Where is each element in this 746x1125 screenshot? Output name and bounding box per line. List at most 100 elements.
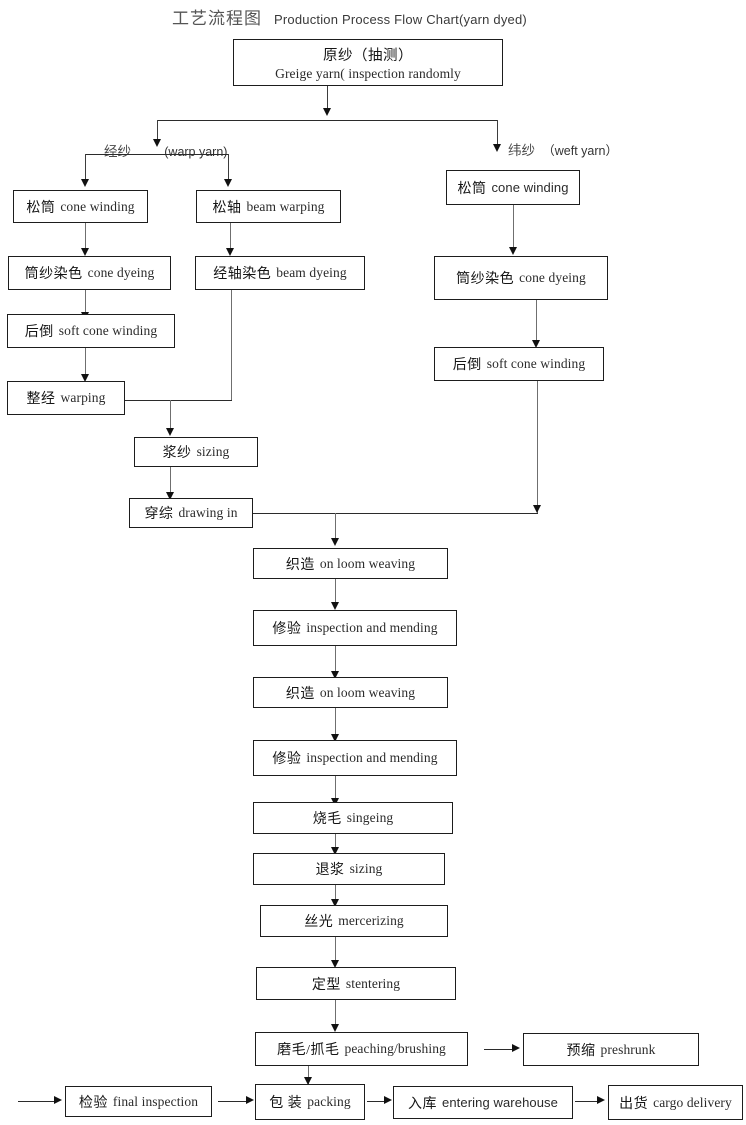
node-sizing[interactable]: 浆纱 sizing [134, 437, 258, 467]
node-sizing-en: sizing [196, 444, 230, 459]
node-warp-soft-cone-winding[interactable]: 后倒 soft cone winding [7, 314, 175, 348]
node-warp-cone-winding-cn: 松筒 [26, 200, 56, 216]
node-warp-soft-cone-winding-cn: 后倒 [24, 325, 54, 340]
node-drawing-in[interactable]: 穿综 drawing in [129, 498, 253, 528]
node-beam-dyeing-en: beam dyeing [276, 265, 347, 280]
connector-peaching-to-preshrunk [484, 1049, 514, 1050]
node-singeing[interactable]: 烧毛 singeing [253, 802, 453, 834]
node-final-inspection-cn: 检验 [78, 1095, 108, 1111]
node-warp-soft-cone-winding-en: soft cone winding [58, 323, 158, 338]
branch-label-weft: 纬纱 （weft yarn） [508, 139, 618, 159]
node-stentering[interactable]: 定型 stentering [256, 967, 456, 1000]
connector-soft-to-warping [85, 348, 86, 380]
node-weft-cone-winding-cn: 松筒 [457, 181, 487, 197]
node-warehouse-cn: 入库 [408, 1096, 437, 1112]
node-weaving-1[interactable]: 织造 on loom weaving [253, 548, 448, 579]
connector-warp-bus-right-drop [228, 154, 229, 180]
node-warping-cn: 整经 [26, 392, 56, 407]
node-warehouse-en: entering warehouse [442, 1095, 558, 1110]
node-weft-soft-cone-winding[interactable]: 后倒 soft cone winding [434, 347, 604, 381]
node-final-inspection-en: final inspection [112, 1093, 199, 1109]
node-beam-warping[interactable]: 松轴 beam warping [196, 190, 341, 223]
node-greige-yarn[interactable]: 原纱（抽测） Greige yarn( inspection randomly [233, 39, 503, 86]
node-weaving-2-cn: 织造 [285, 686, 315, 702]
node-delivery[interactable]: 出货 cargo delivery [608, 1085, 743, 1120]
node-mending-2[interactable]: 修验 inspection and mending [253, 740, 457, 776]
node-warp-cone-dyeing-en: cone dyeing [87, 265, 155, 280]
arrowhead-final-inspection [54, 1096, 62, 1104]
node-mercerizing-cn: 丝光 [304, 915, 334, 930]
node-final-inspection[interactable]: 检验 final inspection [65, 1086, 212, 1117]
arrowhead-weaving-2 [331, 671, 339, 679]
arrowhead-desizing [331, 847, 339, 855]
connector-inspection-to-packing [218, 1101, 248, 1102]
connector-beam-warping-to-dyeing [230, 223, 231, 254]
connector-desizing-to-mercerizing [335, 885, 336, 905]
node-weaving-2[interactable]: 织造 on loom weaving [253, 677, 448, 708]
arrowhead-delivery [597, 1096, 605, 1104]
arrowhead-warehouse [384, 1096, 392, 1104]
arrowhead-greige-stem [323, 108, 331, 116]
node-peaching-en: peaching/brushing [344, 1041, 446, 1056]
branch-label-warp-cn: 经纱 [104, 144, 131, 159]
arrowhead-weaving-1 [331, 538, 339, 546]
node-mercerizing-en: mercerizing [338, 913, 404, 928]
branch-label-weft-cn: 纬纱 [508, 143, 535, 158]
arrowhead-weft-cone-dyeing [509, 247, 517, 255]
node-warp-cone-dyeing-cn: 筒纱染色 [24, 267, 83, 282]
node-beam-dyeing-cn: 经轴染色 [213, 267, 272, 282]
node-delivery-en: cargo delivery [653, 1094, 732, 1110]
arrowhead-sizing [166, 428, 174, 436]
arrowhead-mercerizing [331, 899, 339, 907]
connector-top-bus-left-drop [157, 120, 158, 142]
node-weft-cone-winding[interactable]: 松筒 cone winding [446, 170, 580, 205]
node-weft-cone-dyeing[interactable]: 筒纱染色 cone dyeing [434, 256, 608, 300]
node-warp-cone-dyeing[interactable]: 筒纱染色 cone dyeing [8, 256, 171, 290]
connector-singeing-to-desizing [335, 834, 336, 854]
branch-label-warp: 经纱 (warp yarn) [104, 140, 227, 160]
node-mercerizing[interactable]: 丝光 mercerizing [260, 905, 448, 937]
arrowhead-warp-cone-winding [81, 179, 89, 187]
connector-weaving-bus [253, 513, 538, 514]
node-warp-cone-winding-en: cone winding [60, 198, 135, 214]
node-warehouse[interactable]: 入库 entering warehouse [393, 1086, 573, 1119]
connector-weaving1-to-mending1 [335, 579, 336, 608]
node-preshrunk-en: preshrunk [600, 1041, 656, 1057]
node-weft-cone-dyeing-cn: 筒纱染色 [456, 272, 515, 287]
node-packing[interactable]: 包 装 packing [255, 1084, 365, 1120]
node-mending-1[interactable]: 修验 inspection and mending [253, 610, 457, 646]
arrowhead-beam-warping [224, 179, 232, 187]
node-sizing-cn: 浆纱 [162, 446, 192, 461]
node-greige-yarn-cn: 原纱（抽测） [323, 47, 413, 64]
node-stentering-cn: 定型 [311, 977, 341, 993]
node-beam-dyeing[interactable]: 经轴染色 beam dyeing [195, 256, 365, 290]
node-desizing[interactable]: 退浆 sizing [253, 853, 445, 885]
node-preshrunk[interactable]: 预缩 preshrunk [523, 1033, 699, 1066]
node-mending-1-cn: 修验 [272, 622, 302, 637]
arrowhead-mending-2 [331, 734, 339, 742]
branch-label-weft-en: （weft yarn） [542, 144, 618, 158]
node-warping[interactable]: 整经 warping [7, 381, 125, 415]
node-mending-2-en: inspection and mending [306, 750, 438, 765]
arrowhead-drawing-in [166, 492, 174, 500]
node-peaching[interactable]: 磨毛/抓毛 peaching/brushing [255, 1032, 468, 1066]
arrowhead-weft-join-weaving [533, 505, 541, 513]
connector-mending2-to-singeing [335, 776, 336, 804]
connector-weaving2-to-mending2 [335, 708, 336, 741]
node-stentering-en: stentering [345, 975, 401, 991]
chart-title: 工艺流程图 Production Process Flow Chart(yarn… [172, 4, 527, 29]
connector-bus-to-sizing [170, 400, 171, 432]
connector-warehouse-to-delivery [575, 1101, 599, 1102]
connector-mending1-to-weaving2 [335, 646, 336, 678]
connector-top-bus-right-drop [497, 120, 498, 150]
node-beam-warping-en: beam warping [246, 198, 325, 214]
connector-warp-dyeing-to-soft [85, 290, 86, 318]
node-packing-en: packing [307, 1094, 351, 1109]
node-weft-cone-dyeing-en: cone dyeing [519, 270, 586, 285]
connector-bus-to-weaving [335, 513, 336, 542]
node-warp-cone-winding[interactable]: 松筒 cone winding [13, 190, 148, 223]
page-title-cn: 工艺流程图 [172, 9, 262, 28]
connector-weft-dyeing-to-soft [536, 300, 537, 346]
arrowhead-weft-soft-winding [532, 340, 540, 348]
arrowhead-packing [246, 1096, 254, 1104]
